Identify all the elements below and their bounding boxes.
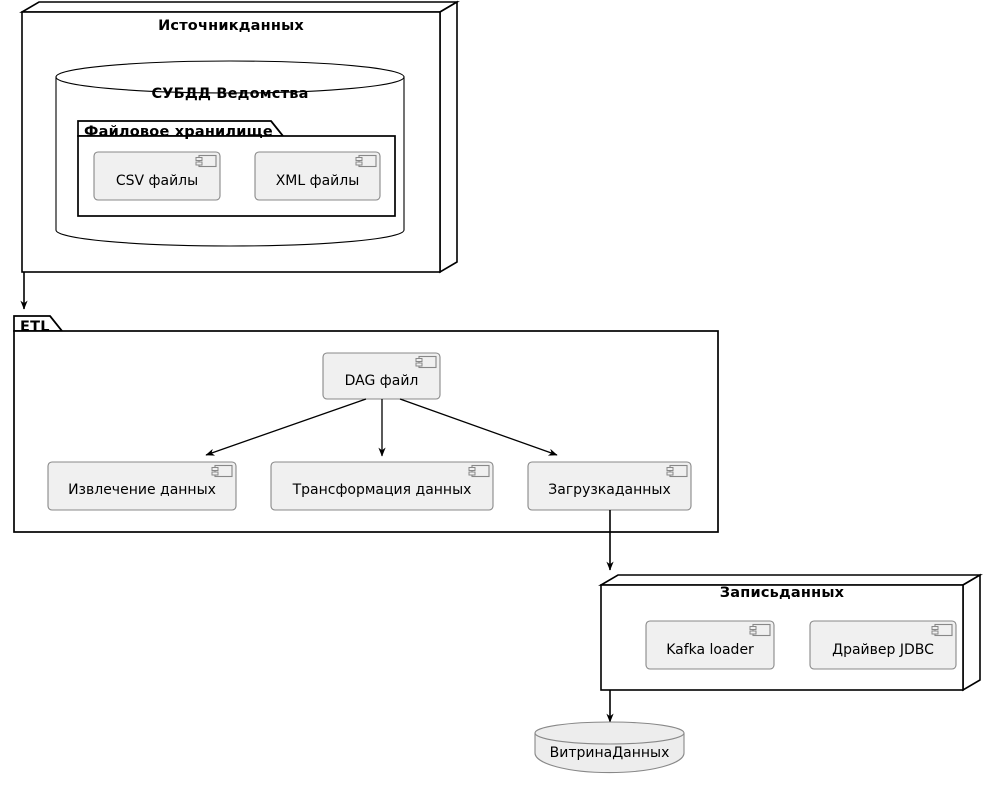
component-xml-shape xyxy=(254,151,381,201)
database-datamart-shape xyxy=(534,721,685,774)
component-jdbc-shape xyxy=(809,620,957,670)
node-write-title: Записьданных xyxy=(719,585,845,601)
node-source-title: Источникданных xyxy=(158,18,304,34)
component-dag-label[interactable]: DAG файл xyxy=(344,373,419,389)
component-csv-shape xyxy=(93,151,221,201)
component-kafka-shape xyxy=(645,620,775,670)
component-load-label[interactable]: Загрузкаданных xyxy=(548,482,671,498)
component-jdbc-label[interactable]: Драйвер JDBC xyxy=(832,642,934,658)
edge-dag-to-extract xyxy=(205,398,367,456)
database-subdd-title: СУБДД Ведомства xyxy=(151,86,309,102)
component-xml-label[interactable]: XML файлы xyxy=(275,173,360,189)
component-csv-label[interactable]: CSV файлы xyxy=(115,173,199,189)
component-extract-label[interactable]: Извлечение данных xyxy=(68,482,216,498)
database-datamart-label[interactable]: ВитринаДанных xyxy=(549,745,670,761)
edge-dag-to-load xyxy=(399,398,558,456)
component-extract-shape xyxy=(47,461,237,511)
component-transform-label[interactable]: Трансформация данных xyxy=(292,482,472,498)
package-etl-title: ETL xyxy=(20,319,50,335)
component-kafka-label[interactable]: Kafka loader xyxy=(666,642,754,658)
package-file-storage-title: Файловое хранилище xyxy=(84,124,273,140)
component-transform-shape xyxy=(270,461,494,511)
